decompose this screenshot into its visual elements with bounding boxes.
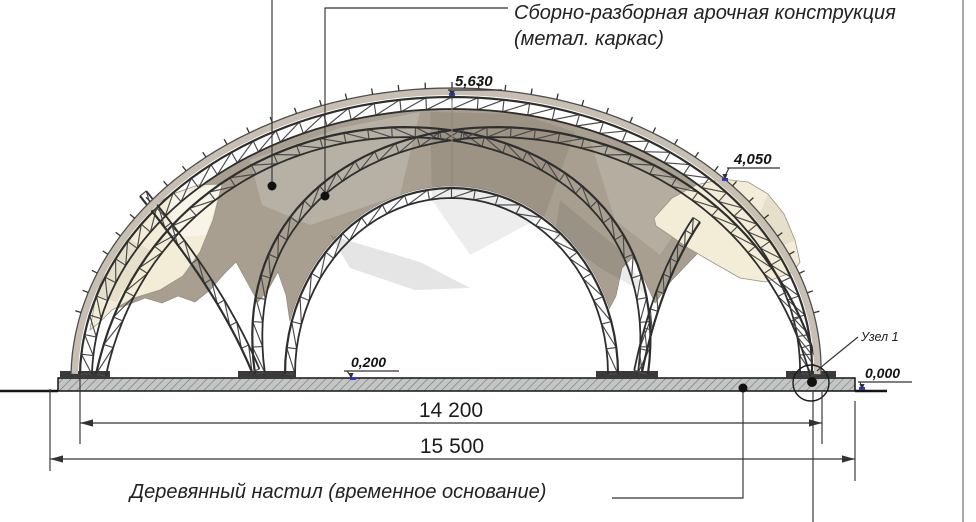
- base-arrow-left: [50, 455, 63, 463]
- leader-line-deck-label: [612, 392, 744, 499]
- structure-label-line1: Сборно-разборная арочная конструкция: [514, 2, 896, 24]
- front-opening-truss-arch-outer-chord: [283, 186, 620, 375]
- elevation-deck-label: 0,200: [351, 354, 386, 370]
- ground-arrowhead: [859, 384, 865, 390]
- truss-arches: [78, 95, 822, 378]
- elevation-side-label: 4,050: [733, 151, 772, 168]
- side-arrowhead: [722, 174, 728, 180]
- node-detail-label: Узел 1: [860, 330, 899, 344]
- node-marker-dot: [807, 377, 817, 387]
- fabric-lacing-ticks: [75, 82, 820, 314]
- footing-plate-right-outer: [786, 371, 836, 379]
- footing-plate-left-inner: [238, 371, 296, 379]
- front-opening-truss-arch-inner-chord: [294, 197, 609, 375]
- valley-rib-left-outer-chord: [139, 195, 254, 373]
- dome-edge-band: [70, 82, 822, 375]
- diagonal-truss-arch-left-to-right-inner-chord: [261, 136, 812, 377]
- leader-dot-structure-label: [320, 191, 330, 201]
- elevation-apex-label: 5,630: [455, 73, 493, 90]
- fabric-fold-facet: [555, 200, 648, 295]
- leader-dot-tent-cover: [267, 181, 277, 191]
- elevation-ground-label: 0,000: [865, 365, 900, 381]
- dome-truss-arch-web: [79, 96, 813, 375]
- base-arrow-right: [842, 455, 855, 463]
- leader-dot-deck: [738, 383, 748, 393]
- span-arrow-left: [80, 419, 93, 427]
- node-leader-line: [816, 336, 859, 372]
- ground-and-deck: [0, 371, 887, 393]
- canopy-fabric-main: [112, 108, 736, 322]
- valley-rib-right-web: [634, 217, 701, 373]
- front-opening-truss-arch: [283, 186, 620, 375]
- elevation-mark-deck-top: [344, 370, 399, 380]
- front-opening-truss-arch-web: [285, 187, 619, 375]
- valley-rib-left: [139, 190, 261, 373]
- deck-level-marker: [350, 377, 356, 380]
- valley-rib-left-inner-chord: [145, 190, 261, 370]
- dimension-arch-span-label: 14 200: [419, 399, 483, 422]
- annotations: Сборно-разборная арочная конструкция (ме…: [49, 0, 912, 522]
- dimension-arch-span: [79, 379, 823, 444]
- elevation-mark-ground: [858, 381, 912, 390]
- elevation-mark-canopy-side: [722, 167, 780, 181]
- diagonal-truss-arch-right-to-left-outer-chord: [94, 125, 652, 375]
- diagonal-truss-arch-left-to-right-web: [251, 126, 821, 378]
- span-arrow-right: [809, 419, 822, 427]
- elevation-mark-apex: [448, 89, 502, 97]
- valley-rib-right-inner-chord: [633, 217, 695, 371]
- diagonal-truss-arch-left-to-right: [251, 125, 822, 378]
- valley-rib-left-web: [139, 190, 260, 373]
- diagonal-truss-arch-right-to-left-web: [95, 126, 651, 377]
- dimension-deck-length-label: 15 500: [420, 435, 484, 458]
- deck-material-label: Деревянный настил (временное основание): [128, 481, 546, 503]
- leader-line-structure-label: [324, 7, 508, 196]
- fabric-fold-facet: [250, 112, 420, 225]
- footing-plate-left-outer: [60, 371, 110, 379]
- apex-arrowhead: [449, 91, 455, 97]
- dimension-deck-length: [49, 389, 856, 481]
- wooden-deck: [57, 377, 856, 392]
- node-detail-circle: [792, 364, 830, 402]
- diagonal-truss-arch-left-to-right-outer-chord: [251, 125, 822, 375]
- deck-arrowhead: [348, 373, 354, 379]
- footing-plate-right-inner: [596, 371, 658, 379]
- fabric-fold-facet: [330, 235, 470, 290]
- valley-rib-right: [633, 217, 701, 373]
- structure-label-line2: (метал. каркас): [514, 28, 664, 50]
- fabric-fold-facet: [430, 112, 575, 255]
- valley-rib-right-outer-chord: [640, 221, 701, 373]
